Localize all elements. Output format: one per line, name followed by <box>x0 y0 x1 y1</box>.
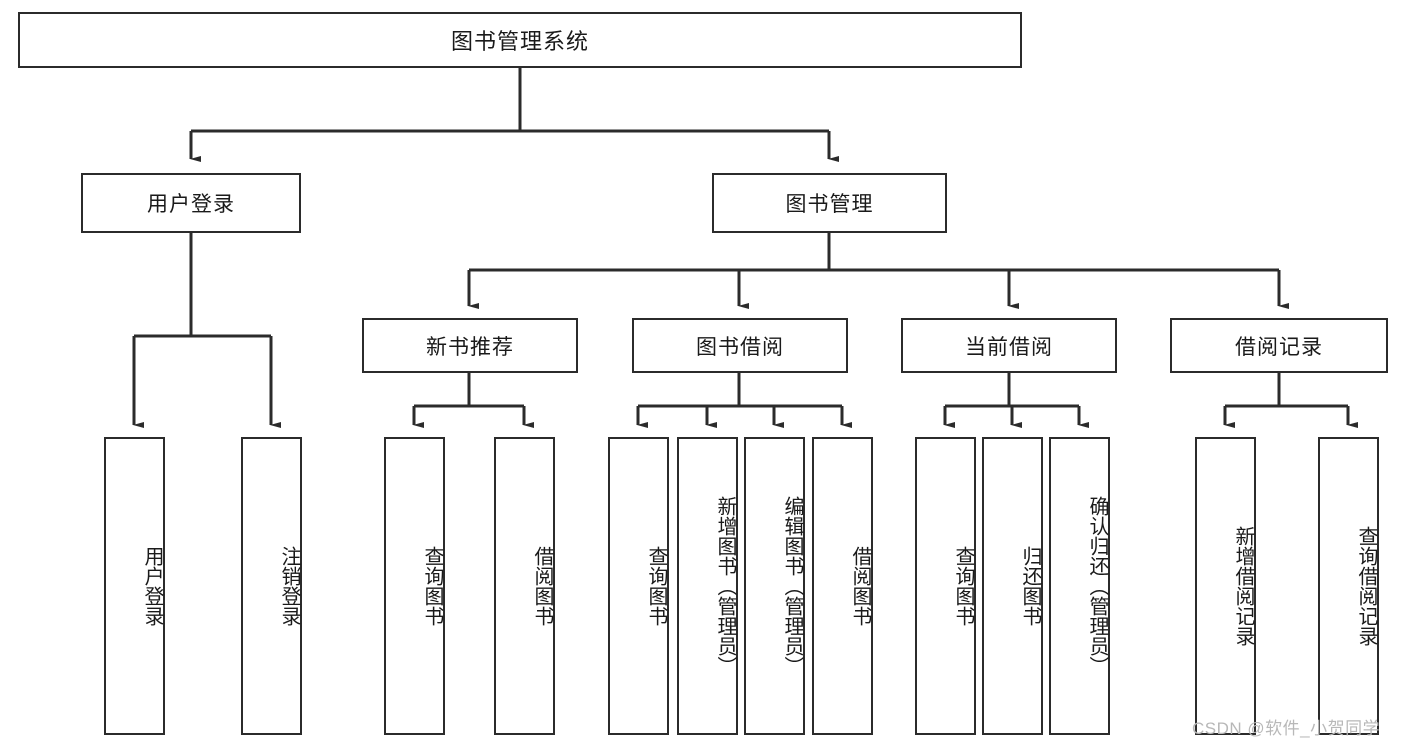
node-leaf-logout-label: 注销登录 <box>278 546 300 626</box>
node-leaf-query-book-3-label: 查询图书 <box>952 546 974 626</box>
node-borrow-record[interactable]: 借阅记录 <box>1170 318 1388 373</box>
node-leaf-query-book-1[interactable]: 查询图书 <box>384 437 445 735</box>
node-leaf-edit-book-label: 编辑图书（管理员） <box>781 496 803 676</box>
node-leaf-query-book-3[interactable]: 查询图书 <box>915 437 976 735</box>
node-leaf-query-book-2[interactable]: 查询图书 <box>608 437 669 735</box>
node-leaf-add-book-label: 新增图书（管理员） <box>714 496 736 676</box>
node-new-book-rec[interactable]: 新书推荐 <box>362 318 578 373</box>
node-current-borrow-label: 当前借阅 <box>965 335 1053 359</box>
node-leaf-user-login-label: 用户登录 <box>141 546 163 626</box>
node-leaf-borrow-book-2[interactable]: 借阅图书 <box>812 437 873 735</box>
node-leaf-logout[interactable]: 注销登录 <box>241 437 302 735</box>
node-leaf-borrow-book-1[interactable]: 借阅图书 <box>494 437 555 735</box>
node-root-label: 图书管理系统 <box>450 29 589 54</box>
node-leaf-confirm-return-label: 确认归还（管理员） <box>1086 496 1108 676</box>
node-user-login[interactable]: 用户登录 <box>81 173 301 233</box>
node-leaf-borrow-book-2-label: 借阅图书 <box>849 546 871 626</box>
node-book-manage-label: 图书管理 <box>785 193 874 216</box>
node-leaf-query-book-2-label: 查询图书 <box>645 546 667 626</box>
node-new-book-rec-label: 新书推荐 <box>426 335 514 359</box>
node-borrow-record-label: 借阅记录 <box>1235 335 1323 359</box>
node-leaf-confirm-return[interactable]: 确认归还（管理员） <box>1049 437 1110 735</box>
node-leaf-borrow-book-1-label: 借阅图书 <box>531 546 553 626</box>
node-current-borrow[interactable]: 当前借阅 <box>901 318 1117 373</box>
node-book-borrow-label: 图书借阅 <box>696 335 784 359</box>
node-leaf-query-book-1-label: 查询图书 <box>421 546 443 626</box>
node-leaf-query-record-label: 查询借阅记录 <box>1355 526 1377 646</box>
node-leaf-add-record[interactable]: 新增借阅记录 <box>1195 437 1256 735</box>
watermark: CSDN @软件_小贺同学 <box>1192 719 1381 738</box>
node-root[interactable]: 图书管理系统 <box>18 12 1022 68</box>
node-leaf-user-login[interactable]: 用户登录 <box>104 437 165 735</box>
node-leaf-add-book[interactable]: 新增图书（管理员） <box>677 437 738 735</box>
node-leaf-edit-book[interactable]: 编辑图书（管理员） <box>744 437 805 735</box>
node-leaf-query-record[interactable]: 查询借阅记录 <box>1318 437 1379 735</box>
node-book-manage[interactable]: 图书管理 <box>712 173 947 233</box>
node-leaf-add-record-label: 新增借阅记录 <box>1232 526 1254 646</box>
node-book-borrow[interactable]: 图书借阅 <box>632 318 848 373</box>
node-user-login-label: 用户登录 <box>147 193 235 216</box>
node-leaf-return-book-label: 归还图书 <box>1019 546 1041 626</box>
node-leaf-return-book[interactable]: 归还图书 <box>982 437 1043 735</box>
